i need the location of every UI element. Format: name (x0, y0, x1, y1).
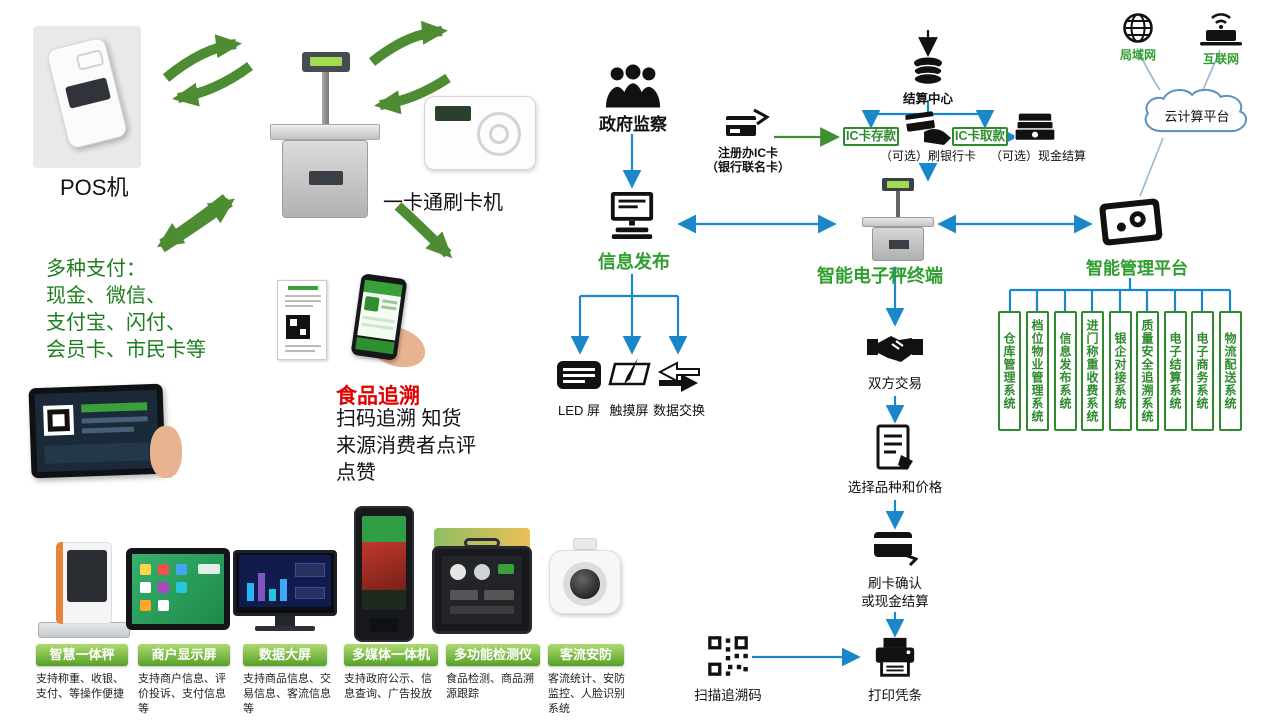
settlement-coins-icon (913, 57, 943, 86)
food-trace-text: 扫码追溯 知货 来源消费者点评 点赞 (336, 406, 536, 487)
handshake-icon (867, 336, 923, 362)
scale-body (282, 140, 368, 218)
product-label-smart-scale: 智慧一体秤 (36, 644, 128, 666)
media-kiosk-photo (346, 506, 422, 642)
system-box-quality-trace: 质量安全追溯系统 (1136, 311, 1159, 431)
payment-line: 会员卡、市民卡等 (46, 339, 206, 361)
swipe-bank-card-label: （可选）刷银行卡 (879, 149, 976, 163)
swipe-confirm-card-icon (874, 532, 918, 566)
food-trace-line: 点赞 (336, 462, 376, 484)
tablet-photo (28, 382, 182, 484)
swipe-bank-card-icon (905, 111, 951, 145)
pos-machine-photo (33, 26, 141, 168)
cash-settle-label: （可选）现金结算 (990, 149, 1087, 163)
register-label-1: 注册办IC卡 (717, 146, 778, 160)
government-people-icon (605, 64, 661, 108)
scan-trace-label: 扫描追溯码 (694, 688, 762, 703)
detector-case-photo (430, 528, 534, 638)
scale-photo (262, 52, 387, 238)
smart-scale-terminal-graphic (856, 178, 936, 264)
mgmt-platform-label: 智能管理平台 (1086, 259, 1188, 278)
print-receipt-label: 打印凭条 (868, 688, 922, 703)
product-label-media-kiosk: 多媒体一体机 (344, 644, 438, 666)
tablet-body (28, 383, 166, 479)
product-desc-data-screen: 支持商品信息、交易信息、客流信息等 (243, 673, 331, 716)
smart-scale-product-photo (36, 526, 132, 642)
confirm-label-1: 刷卡确认 (868, 576, 922, 591)
system-box-entry-weigh: 进门称重收费系统 (1081, 311, 1104, 431)
register-label-2: （银行联名卡） (705, 160, 790, 174)
food-trace-line: 扫码追溯 知货 (336, 408, 462, 430)
system-box-warehouse: 仓库管理系统 (998, 311, 1021, 431)
select-price-label: 选择品种和价格 (847, 480, 943, 495)
card-reader-coil (477, 112, 521, 156)
pos-label: POS机 (60, 175, 129, 200)
security-camera-photo (543, 538, 627, 636)
scale-pole (322, 72, 329, 124)
merchant-display-photo (126, 548, 230, 636)
cloud-icon (1144, 88, 1248, 133)
product-desc-detector: 食品检测、商品溯源跟踪 (446, 673, 534, 701)
lan-globe-icon (1123, 13, 1153, 43)
food-trace-title: 食品追溯 (336, 385, 420, 408)
internet-laptop-icon (1200, 13, 1242, 46)
product-label-merchant-display: 商户显示屏 (138, 644, 230, 666)
payment-line: 现金、微信、 (46, 285, 166, 307)
touch-screen-icon (608, 358, 651, 386)
data-exchange-label: 数据交换 (652, 403, 705, 418)
cash-money-icon (1014, 113, 1056, 142)
system-box-bank-link: 银企对接系统 (1109, 311, 1132, 431)
led-screen-label: LED 屏 (558, 403, 600, 418)
payment-line: 多种支付： (46, 258, 146, 280)
card-reader-label: 一卡通刷卡机 (383, 192, 503, 214)
system-box-stall-property: 档位物业管理系统 (1026, 311, 1049, 431)
internet-label: 互联网 (1202, 52, 1239, 66)
touch-screen-label: 触摸屏 (609, 403, 649, 418)
phone-in-hand-photo (334, 273, 431, 375)
system-box-e-settlement: 电子结算系统 (1164, 311, 1187, 431)
confirm-label-2: 或现金结算 (861, 594, 929, 609)
select-item-doc-icon (876, 424, 913, 470)
register-ic-card-icon (726, 108, 770, 136)
scale-terminal-label: 智能电子秤终端 (817, 266, 943, 286)
card-reader-screen (435, 106, 471, 121)
mutual-trade-label: 双方交易 (868, 376, 922, 391)
cloud-label: 云计算平台 (1164, 109, 1230, 124)
payment-line: 支付宝、闪付、 (46, 312, 186, 334)
data-exchange-icon (657, 361, 700, 392)
info-publish-label: 信息发布 (598, 252, 670, 272)
ic-withdraw-box: IC卡取款 (952, 127, 1008, 146)
card-reader-photo (424, 96, 536, 170)
scale-display-head (302, 52, 350, 72)
system-box-e-commerce: 电子商务系统 (1191, 311, 1214, 431)
lan-label: 局域网 (1119, 48, 1156, 62)
product-desc-merchant-display: 支持商户信息、评价投诉、支付信息等 (138, 673, 226, 716)
system-box-logistics: 物流配送系统 (1219, 311, 1242, 431)
info-publish-monitor-icon (610, 191, 654, 239)
data-screen-photo (233, 550, 337, 636)
product-desc-smart-scale: 支持称重、收银、支付、等操作便捷 (36, 673, 124, 701)
hand (150, 426, 182, 478)
printer-icon (875, 637, 915, 677)
system-box-info-publish: 信息发布系统 (1054, 311, 1077, 431)
payment-text: 多种支付： 现金、微信、 支付宝、闪付、 会员卡、市民卡等 (46, 256, 246, 364)
settlement-label: 结算中心 (902, 92, 953, 106)
product-label-detector: 多功能检测仪 (446, 644, 540, 666)
mgmt-platform-tablet-icon (1099, 198, 1163, 246)
led-screen-icon (557, 361, 601, 389)
scale-platform (270, 124, 380, 140)
receipt-qr (286, 315, 310, 339)
product-desc-media-kiosk: 支持政府公示、信息查询、广告投放 (344, 673, 432, 701)
product-label-data-screen: 数据大屏 (243, 644, 327, 666)
product-desc-security: 客流统计、安防监控、人脸识别系统 (548, 673, 625, 716)
receipt-photo (277, 280, 327, 360)
government-label: 政府监察 (599, 115, 667, 134)
product-label-security: 客流安防 (548, 644, 624, 666)
scan-trace-qr-icon (708, 636, 748, 676)
ic-deposit-box: IC卡存款 (843, 127, 899, 146)
food-trace-line: 来源消费者点评 (336, 435, 476, 457)
